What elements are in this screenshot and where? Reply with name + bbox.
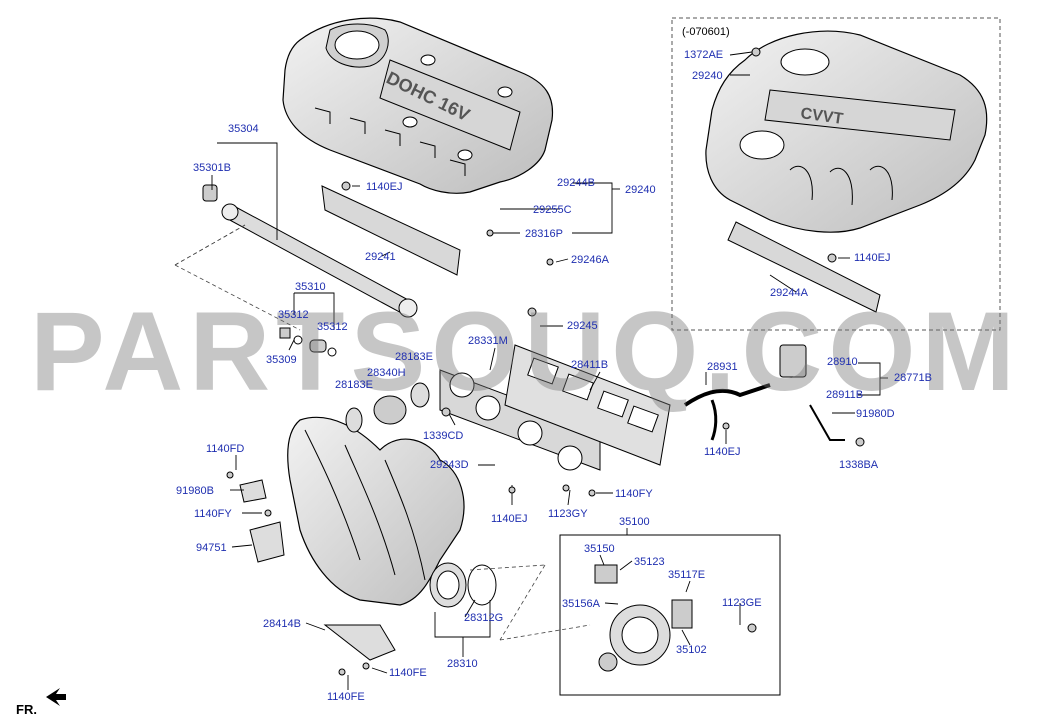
part-label-35156a[interactable]: 35156A	[562, 598, 600, 610]
bracket-94751	[249, 521, 285, 563]
part-label-1140fe-a[interactable]: 1140FE	[389, 667, 427, 679]
bracket-28414b	[323, 624, 396, 661]
part-label-29244a[interactable]: 29244A	[770, 287, 808, 299]
direction-label: FR.	[16, 702, 37, 717]
engine-cover-dohc	[282, 17, 554, 194]
part-label-29243d[interactable]: 29243D	[430, 459, 469, 471]
part-label-29245[interactable]: 29245	[567, 320, 598, 332]
part-label-1339cd[interactable]: 1339CD	[423, 430, 464, 442]
part-label-1140ej-a[interactable]: 1140EJ	[366, 181, 403, 193]
bracket-91980b	[239, 479, 267, 503]
part-label-28310[interactable]: 28310	[447, 658, 478, 670]
part-label-28183e-a[interactable]: 28183E	[395, 351, 433, 363]
part-label-29255c[interactable]: 29255C	[533, 204, 572, 216]
part-label-29240-b[interactable]: 29240	[692, 70, 723, 82]
part-label-1140ej-d[interactable]: 1140EJ	[491, 513, 528, 525]
hose-28340h	[373, 395, 407, 425]
part-label-35150[interactable]: 35150	[584, 543, 615, 555]
part-label-94751[interactable]: 94751	[196, 542, 227, 554]
seal-28183e	[345, 407, 363, 433]
part-label-29246a[interactable]: 29246A	[571, 254, 609, 266]
part-label-29241[interactable]: 29241	[365, 251, 396, 263]
watermark: PARTSOUQ.COM	[30, 289, 1021, 414]
part-label-1140fd[interactable]: 1140FD	[206, 443, 245, 455]
leader-lines	[211, 51, 888, 690]
part-label-35123[interactable]: 35123	[634, 556, 665, 568]
part-label-35102[interactable]: 35102	[676, 644, 707, 656]
throttle-body	[559, 534, 781, 696]
part-label-1140fy-b[interactable]: 1140FY	[615, 488, 653, 500]
fasteners	[226, 47, 865, 676]
hose-28931	[683, 383, 771, 407]
engine-cover-cvvt	[705, 30, 988, 233]
part-label-91980b[interactable]: 91980B	[176, 485, 214, 497]
part-label-28331m[interactable]: 28331M	[468, 335, 508, 347]
part-label-35309[interactable]: 35309	[266, 354, 297, 366]
part-label-35312-b[interactable]: 35312	[317, 321, 348, 333]
cover-text-right: CVVT	[799, 105, 844, 128]
part-label-28411b[interactable]: 28411B	[571, 359, 609, 371]
part-label-28414b[interactable]: 28414B	[263, 618, 301, 630]
part-label-28316p[interactable]: 28316P	[525, 228, 563, 240]
intake-manifold	[287, 416, 497, 608]
part-label-1372ae[interactable]: 1372AE	[684, 49, 724, 61]
part-label-35117e[interactable]: 35117E	[668, 569, 706, 581]
arrow-left-down-icon	[46, 688, 66, 706]
bracket-29244a	[727, 221, 881, 313]
inset-box	[671, 17, 1001, 331]
part-label-1140ej-c[interactable]: 1140EJ	[704, 446, 741, 458]
part-label-1338ba[interactable]: 1338BA	[839, 459, 879, 471]
part-label-35312-a[interactable]: 35312	[278, 309, 309, 321]
part-label-1140ej-b[interactable]: 1140EJ	[854, 252, 891, 264]
part-label-28931[interactable]: 28931	[707, 361, 738, 373]
part-label-35100[interactable]: 35100	[619, 516, 650, 528]
part-label-1123gy[interactable]: 1123GY	[548, 508, 588, 520]
part-label-1140fe-b[interactable]: 1140FE	[327, 691, 365, 703]
part-label-28312g[interactable]: 28312G	[464, 612, 504, 624]
part-label-29240-a[interactable]: 29240	[625, 184, 656, 196]
part-label-35310[interactable]: 35310	[295, 281, 326, 293]
part-label-91980d[interactable]: 91980D	[856, 408, 895, 420]
part-label-1140fy-a[interactable]: 1140FY	[194, 508, 232, 520]
part-label-28183e-b[interactable]: 28183E	[335, 379, 373, 391]
part-label-28911b[interactable]: 28911B	[826, 389, 864, 401]
part-label-35304[interactable]: 35304	[228, 123, 259, 135]
bracket-29241	[321, 185, 461, 276]
cover-text-left: DOHC 16V	[383, 68, 473, 125]
part-label-28910[interactable]: 28910	[827, 356, 858, 368]
fuel-rail	[202, 184, 418, 318]
part-label-35301b[interactable]: 35301B	[193, 162, 231, 174]
part-label-29244b[interactable]: 29244B	[557, 177, 595, 189]
part-label-28771b[interactable]: 28771B	[894, 372, 932, 384]
exhaust-manifold	[439, 369, 601, 471]
part-label-28340h[interactable]: 28340H	[367, 367, 406, 379]
part-label-1123ge[interactable]: 1123GE	[722, 597, 762, 609]
inset-note: (-070601)	[682, 26, 730, 38]
solenoid-28910	[779, 344, 807, 378]
